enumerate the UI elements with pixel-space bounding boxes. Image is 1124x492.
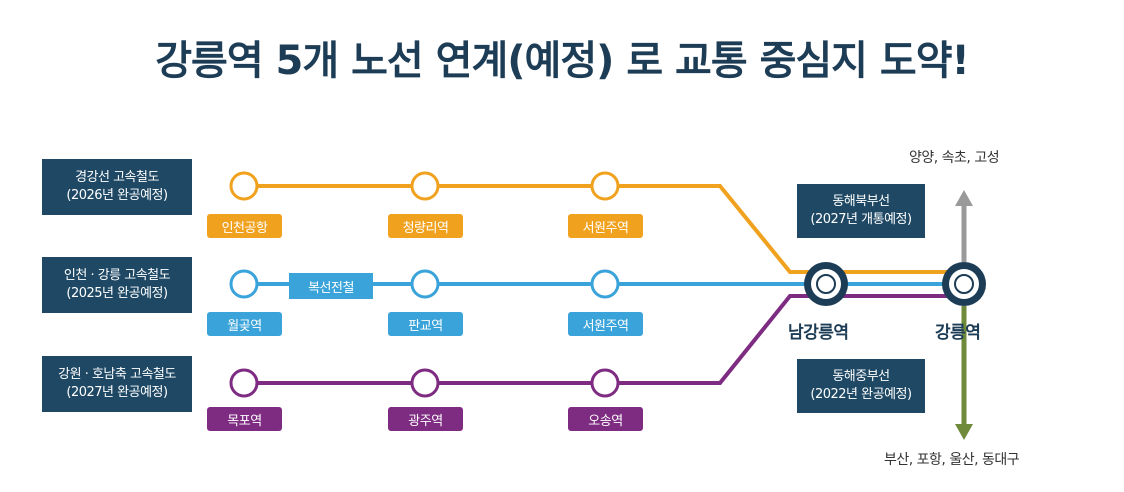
- north-arrow-head: [955, 190, 973, 206]
- north-line-status: (2027년 개통예정): [810, 212, 912, 227]
- south-line-status: (2022년 완공예정): [810, 387, 912, 402]
- station-label: 서원주역: [568, 312, 643, 336]
- station-node: [229, 171, 259, 201]
- line-status: (2025년 완공예정): [66, 286, 168, 301]
- line-label-incheon-gangneung: 인천 · 강릉 고속철도 (2025년 완공예정): [42, 257, 192, 313]
- page-title: 강릉역 5개 노선 연계(예정) 로 교통 중심지 도약!: [155, 38, 970, 84]
- hub-gangneung-inner: [954, 274, 974, 294]
- station-label: 판교역: [388, 312, 463, 336]
- station-node: [590, 269, 620, 299]
- station-node: [229, 269, 259, 299]
- line-orange: [244, 184, 968, 274]
- south-line-box: 동해중부선 (2022년 완공예정): [797, 359, 925, 413]
- north-destinations: 양양, 속초, 고성: [909, 150, 1000, 166]
- station-label: 인천공항: [207, 214, 282, 238]
- station-node: [410, 269, 440, 299]
- hub-label-namgangneung: 남강릉역: [788, 323, 849, 343]
- south-destinations: 부산, 포항, 울산, 동대구: [884, 452, 1020, 468]
- south-line-name: 동해중부선: [832, 369, 890, 384]
- station-node: [590, 368, 620, 398]
- hub-label-gangneung: 강릉역: [935, 323, 981, 343]
- line-name: 강원 · 호남축 고속철도: [58, 367, 176, 382]
- station-label: 청량리역: [388, 214, 463, 238]
- north-line-name: 동해북부선: [832, 194, 890, 209]
- line-name: 경강선 고속철도: [75, 170, 159, 185]
- line-status: (2026년 완공예정): [66, 188, 168, 203]
- station-label: 목포역: [207, 407, 282, 431]
- station-node: [229, 368, 259, 398]
- station-label: 오송역: [568, 407, 643, 431]
- station-node: [590, 171, 620, 201]
- line-label-gangwon-honam: 강원 · 호남축 고속철도 (2027년 완공예정): [42, 356, 192, 412]
- line-label-gyeonggang: 경강선 고속철도 (2026년 완공예정): [42, 159, 192, 215]
- station-label: 월곶역: [207, 312, 282, 336]
- line-status: (2027년 완공예정): [66, 385, 168, 400]
- line-name: 인천 · 강릉 고속철도: [63, 268, 171, 283]
- hub-namgangneung-inner: [816, 274, 836, 294]
- station-label: 광주역: [388, 407, 463, 431]
- station-label: 서원주역: [568, 214, 643, 238]
- station-node: [410, 368, 440, 398]
- south-arrow-head: [955, 424, 973, 440]
- station-node: [410, 171, 440, 201]
- line-purple: [244, 294, 968, 385]
- north-line-box: 동해북부선 (2027년 개통예정): [797, 184, 925, 238]
- transfer-badge: 복선전철: [289, 273, 373, 299]
